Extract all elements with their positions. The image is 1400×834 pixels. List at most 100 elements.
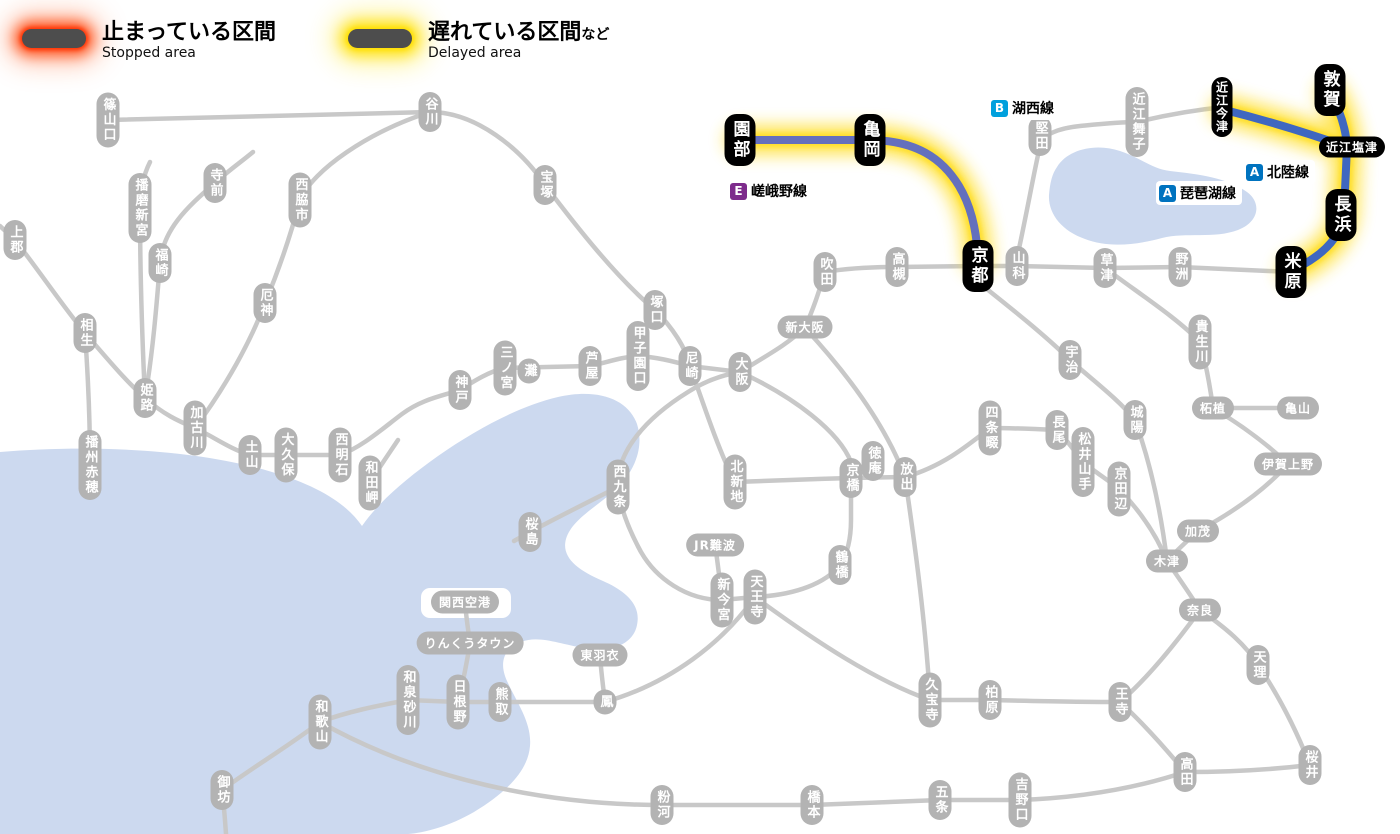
station-pill-alert: 米原 (1275, 246, 1307, 298)
station-pill: 天理 (1246, 645, 1270, 685)
station-pill: 谷川 (418, 92, 442, 132)
station-pill-alert: 亀岡 (854, 114, 886, 166)
station-pill-alert: 近江塩津 (1318, 136, 1386, 158)
station-pill: 和歌山 (308, 694, 332, 750)
line-name: 琵琶湖線 (1180, 186, 1236, 202)
station-pill: 新今宮 (710, 572, 734, 628)
station-pill: 鶴橋 (828, 545, 852, 585)
station-pill: 神戸 (448, 370, 472, 410)
station-pill: 王寺 (1108, 682, 1132, 722)
station-pill: 日根野 (446, 674, 470, 730)
station-pill: 橋本 (800, 785, 824, 825)
station-pill: 関西空港 (430, 590, 500, 614)
line-symbol-icon: A (1159, 184, 1176, 202)
station-pill: 西明石 (328, 427, 352, 483)
station-pill: 貴生川 (1188, 314, 1212, 370)
delayed-line-sample-icon (348, 29, 413, 48)
stopped-line-sample-icon (22, 29, 86, 48)
station-pill: 長尾 (1045, 410, 1069, 450)
station-pill: 草津 (1093, 248, 1117, 288)
station-pill: JR難波 (686, 533, 744, 557)
line-name: 湖西線 (1012, 101, 1054, 117)
station-pill: 尼崎 (678, 346, 702, 386)
station-pill: 松井山手 (1071, 427, 1095, 497)
station-pill: 桜島 (518, 512, 542, 552)
rail-bantan (142, 149, 256, 401)
station-pill: 徳庵 (861, 441, 885, 481)
station-pill: 播州赤穂 (78, 430, 102, 500)
station-pill: 福崎 (148, 243, 172, 283)
station-pill: 放出 (893, 457, 917, 497)
station-pill: 甲子園口 (626, 321, 650, 391)
station-pill: 篠山口 (96, 92, 120, 148)
station-pill: 四条畷 (978, 400, 1002, 456)
station-pill: 灘 (517, 358, 541, 384)
rail-kyoto-line (737, 263, 981, 375)
rail-nara-line (975, 279, 1170, 564)
station-pill: 久宝寺 (918, 672, 942, 728)
station-pill: 寺前 (203, 163, 227, 203)
station-pill-alert: 京都 (962, 240, 994, 292)
legend-delayed-label: 遅れている区間など (428, 20, 609, 45)
legend-stopped-sublabel: Stopped area (102, 45, 196, 62)
rail-fukuchiyama (105, 109, 693, 369)
station-pill: 鳳 (593, 689, 617, 715)
legend-delayed-label-suffix: など (581, 27, 610, 43)
station-pill: 加古川 (183, 400, 207, 456)
station-pill: 吹田 (813, 252, 837, 292)
station-pill: 柘植 (1191, 396, 1235, 420)
station-pill: 山科 (1005, 246, 1029, 286)
station-pill: 新大阪 (777, 315, 833, 339)
rail-kosei (1014, 104, 1227, 261)
station-pill: 西九条 (606, 459, 630, 515)
station-pill: 京橋 (839, 458, 863, 498)
station-pill: 柏原 (978, 680, 1002, 720)
legend-stopped-label: 止まっている区間 (102, 20, 277, 45)
station-pill: 芦屋 (578, 346, 602, 386)
station-pill: 北新地 (723, 454, 747, 510)
station-pill: 相生 (73, 313, 97, 353)
station-pill: 京田辺 (1107, 461, 1131, 517)
station-pill: 宝塚 (533, 165, 557, 205)
line-symbol-icon: A (1246, 163, 1263, 181)
station-pill: 和泉砂川 (396, 665, 420, 735)
station-pill: 天王寺 (743, 569, 767, 625)
station-pill: 野洲 (1168, 247, 1192, 287)
station-pill: 木津 (1145, 549, 1189, 573)
legend-stopped: 止まっている区間 Stopped area (22, 20, 276, 61)
line-name: 嵯峨野線 (751, 184, 807, 200)
station-pill: 播磨新宮 (128, 173, 152, 243)
rail-osakahigashi-south (902, 474, 933, 703)
station-pill: 上郡 (3, 220, 27, 260)
rail-tozai (687, 363, 854, 485)
rail-osakahigashi-north (802, 325, 908, 480)
lake-biwa-water (1048, 147, 1257, 245)
station-pill: 近江舞子 (1125, 87, 1149, 157)
legend-delayed-text: 遅れている区間など Delayed area (428, 20, 609, 61)
legend-delayed: 遅れている区間など Delayed area (348, 20, 609, 61)
station-pill-alert: 敦賀 (1314, 64, 1346, 116)
station-pill-alert: 近江今津 (1211, 77, 1233, 137)
station-pill: 熊取 (488, 682, 512, 722)
legend: 止まっている区間 Stopped area 遅れている区間など Delayed … (22, 20, 609, 61)
station-pill: りんくうタウン (416, 631, 524, 655)
station-pill: 桜井 (1298, 745, 1322, 785)
station-pill: 城陽 (1123, 400, 1147, 440)
legend-stopped-text: 止まっている区間 Stopped area (102, 20, 276, 61)
station-pill: 吉野口 (1008, 772, 1032, 828)
station-pill: 五条 (928, 780, 952, 820)
line-name: 北陸線 (1267, 165, 1309, 181)
station-pill: 和田岬 (358, 455, 382, 511)
station-pill: 西脇市 (288, 172, 312, 228)
station-pill: 姫路 (133, 378, 157, 418)
legend-delayed-sublabel: Delayed area (428, 45, 522, 62)
station-pill: 土山 (238, 435, 262, 475)
rail-kakogawa (192, 109, 433, 431)
station-pill: 加茂 (1176, 519, 1220, 543)
station-pill: 三ノ宮 (493, 340, 517, 396)
